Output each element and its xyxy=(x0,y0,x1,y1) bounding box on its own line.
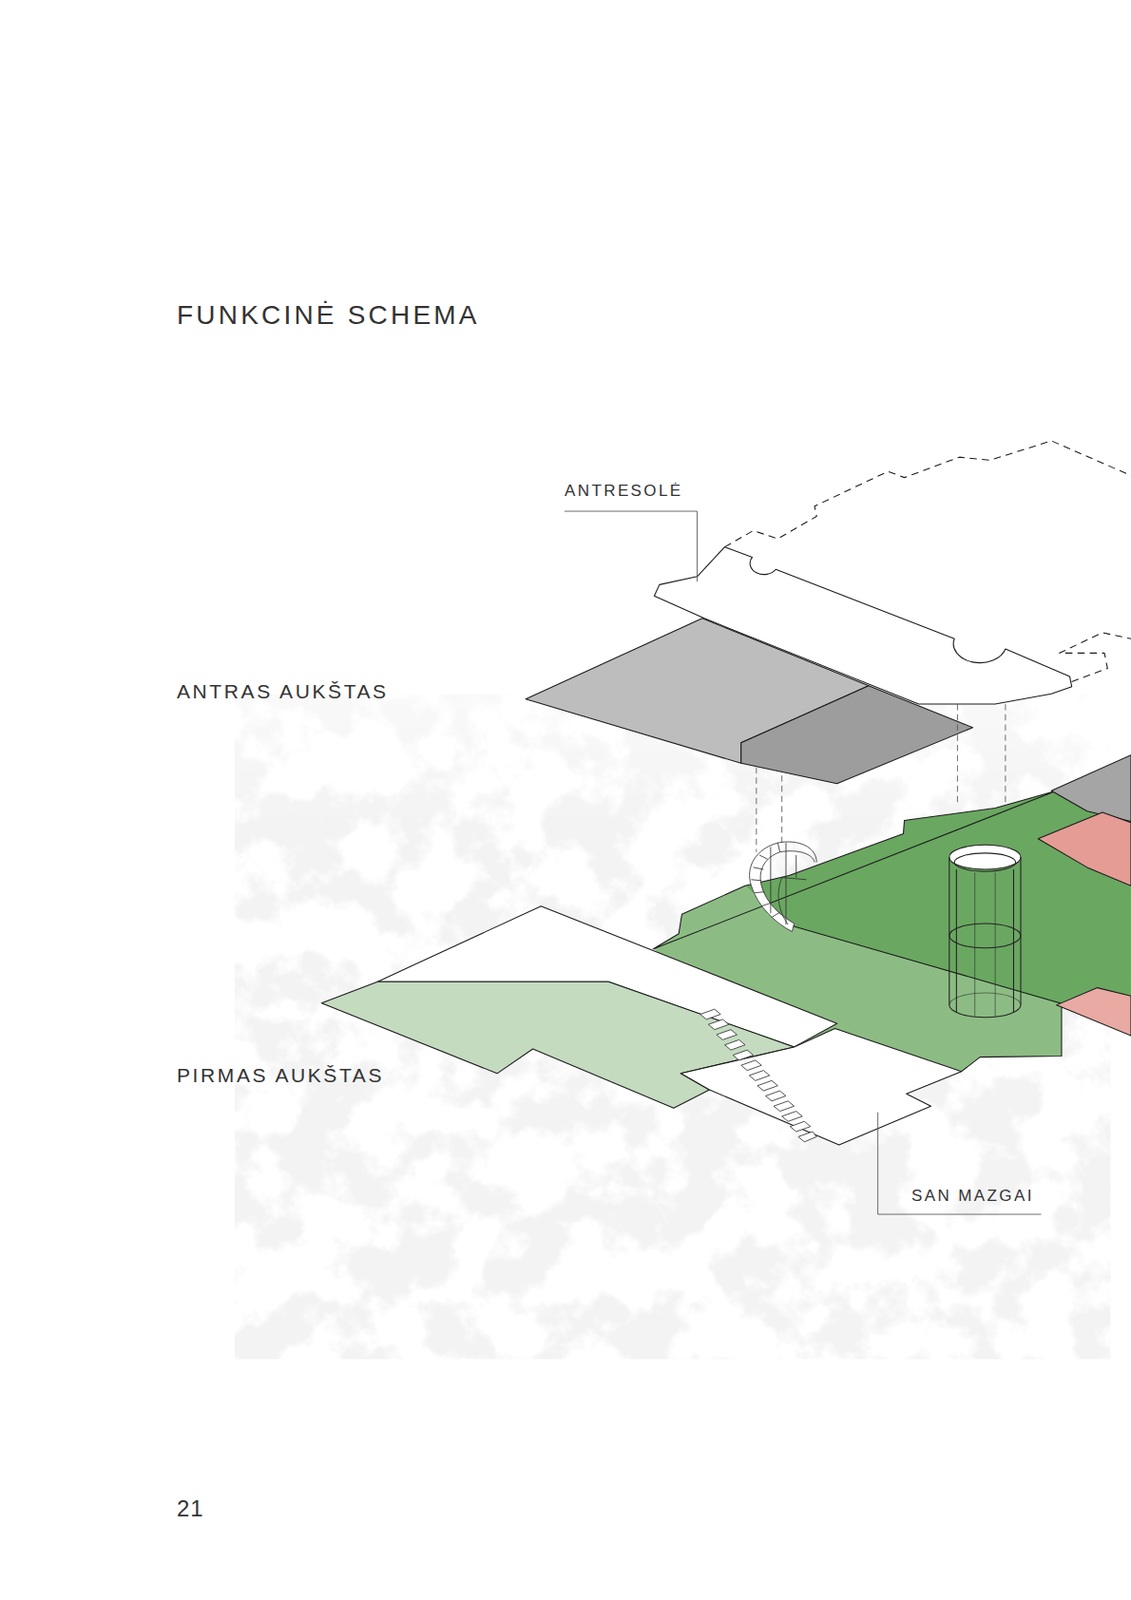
floor-label: ANTRESOLĖ xyxy=(564,482,684,499)
floor-label: ANTRAS AUKŠTAS xyxy=(176,681,389,702)
leader-lines xyxy=(564,511,1042,1215)
stair-symbol xyxy=(700,1009,817,1143)
foliage-texture xyxy=(234,693,1111,1360)
spiral-stair-symbol xyxy=(749,842,818,933)
room-label: SAN MAZGAI xyxy=(911,1188,1035,1205)
page-number: 21 xyxy=(176,1497,205,1521)
projection-lines xyxy=(756,704,1006,853)
diagram-title: FUNKCINĖ SCHEMA xyxy=(176,302,480,329)
floor-plates xyxy=(321,440,1131,1146)
floor-label: PIRMAS AUKŠTAS xyxy=(176,1065,384,1086)
elevator-symbol xyxy=(949,844,1021,1018)
